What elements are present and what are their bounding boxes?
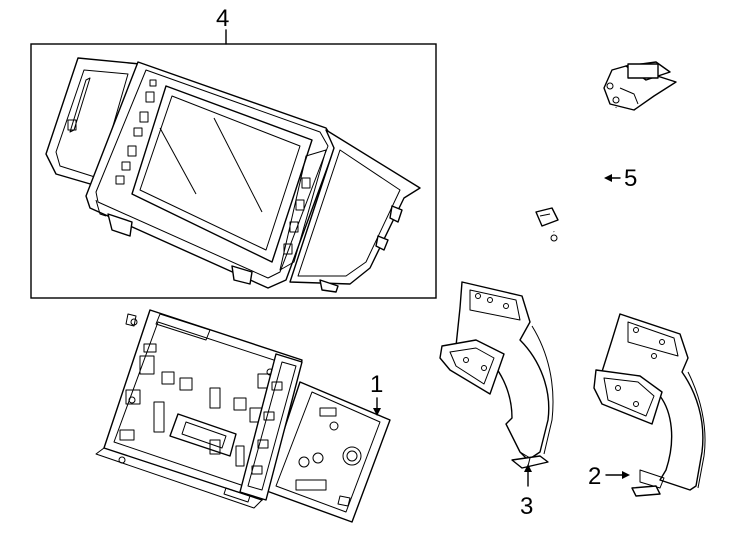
right-bracket-drawing: 2 — [588, 313, 706, 497]
callout-2-label: 2 — [588, 463, 601, 490]
display-unit-drawing — [45, 57, 421, 293]
callout-3-label: 3 — [520, 493, 533, 520]
callout-4-label: 4 — [216, 5, 229, 32]
callout-5-label: 5 — [624, 165, 637, 192]
callout-4-group: 4 — [30, 5, 437, 299]
display-assembly-box — [30, 43, 437, 299]
callout-1-label: 1 — [370, 371, 383, 398]
left-bracket-drawing: 3 — [439, 281, 554, 520]
cable-harness-drawing: 5 — [535, 61, 677, 293]
main-unit-drawing: 1 — [95, 309, 391, 523]
